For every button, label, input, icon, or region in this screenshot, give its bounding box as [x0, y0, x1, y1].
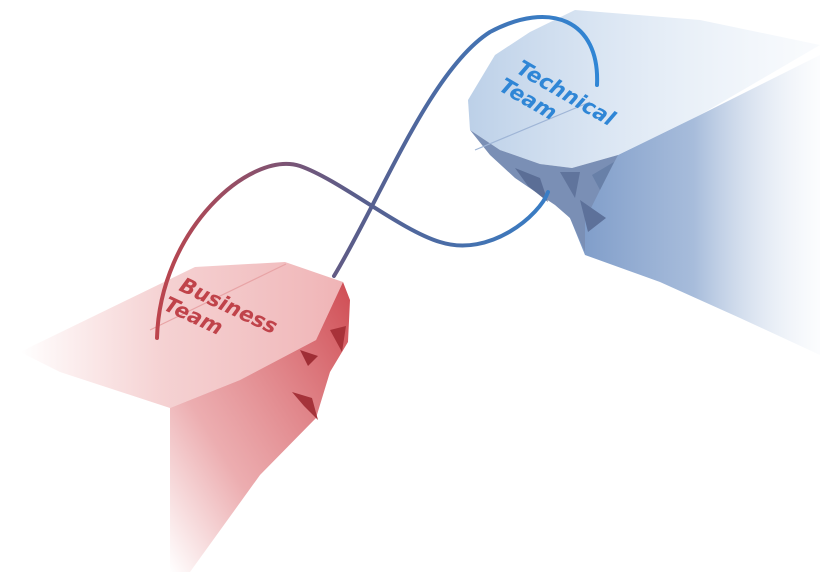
technical-ridge-line	[474, 101, 591, 151]
connecting-rope	[155, 162, 550, 340]
technical-cliff	[468, 10, 820, 355]
business-rock-crack	[300, 350, 318, 366]
business-rock-crack	[292, 392, 318, 420]
technical-rock-crack	[592, 162, 614, 190]
business-cliff	[20, 262, 350, 572]
business-ridge-line	[149, 263, 287, 331]
technical-rock-crack	[560, 172, 580, 198]
technical-cliff-face	[540, 55, 820, 355]
business-cliff-top	[20, 262, 343, 408]
technical-cliff-top	[468, 10, 820, 168]
connecting-rope	[332, 15, 600, 278]
technical-rock-crack	[515, 168, 548, 202]
business-rock-crack	[330, 326, 346, 352]
technical-rock-crack	[580, 200, 606, 232]
